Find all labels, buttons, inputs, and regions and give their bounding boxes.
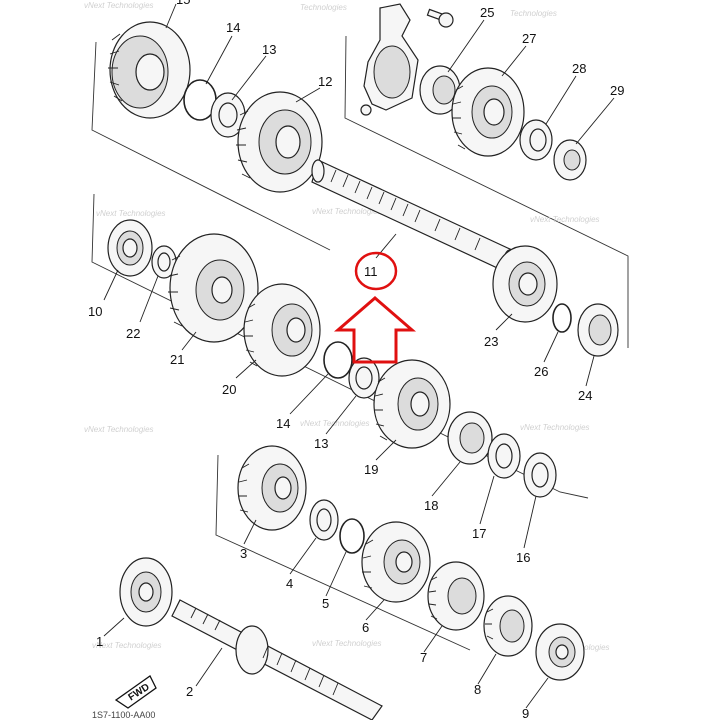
washer-part-13-mid (348, 357, 380, 399)
highlight-circle (354, 251, 398, 291)
label-21: 21 (170, 352, 184, 367)
washer-part-22 (151, 245, 177, 279)
gear-part-8 (483, 595, 533, 657)
label-11: 11 (364, 264, 378, 279)
fwd-badge: FWD (114, 675, 157, 709)
main-shaft-part-11 (311, 159, 517, 273)
label-9: 9 (522, 706, 529, 720)
label-25: 25 (480, 5, 494, 20)
label-5: 5 (322, 596, 329, 611)
svg-text:vNext Technologies: vNext Technologies (312, 207, 382, 216)
svg-text:Technologies: Technologies (300, 3, 347, 12)
label-14-mid: 14 (276, 416, 290, 431)
part-number-labels: 15 14 13 12 25 27 28 29 11 10 22 21 20 1… (88, 0, 624, 720)
label-28: 28 (572, 61, 586, 76)
collar-part-25 (419, 65, 461, 115)
bolt-part (426, 8, 454, 28)
label-12: 12 (318, 74, 332, 89)
oil-seal-part-24 (577, 303, 619, 357)
label-15: 15 (176, 0, 190, 7)
svg-text:vNext Technologies: vNext Technologies (92, 641, 162, 650)
highlight-callout (333, 251, 417, 364)
label-14-top: 14 (226, 20, 240, 35)
label-4: 4 (286, 576, 293, 591)
circlip-part-14-mid (323, 341, 353, 379)
o-ring-part-26 (552, 303, 572, 333)
label-26: 26 (534, 364, 548, 379)
svg-text:vNext Technologies: vNext Technologies (84, 425, 154, 434)
gear-part-21 (168, 233, 259, 343)
label-8: 8 (474, 682, 481, 697)
svg-text:Technologies: Technologies (510, 9, 557, 18)
gear-part-19 (373, 359, 451, 449)
gear-part-20 (243, 283, 321, 377)
label-20: 20 (222, 382, 236, 397)
label-13-mid: 13 (314, 436, 328, 451)
leader-lines (103, 3, 615, 709)
washer-part-17 (487, 433, 521, 479)
label-29: 29 (610, 83, 624, 98)
label-17: 17 (472, 526, 486, 541)
hollow-up-arrow-icon (333, 296, 417, 364)
label-13-top: 13 (262, 42, 276, 57)
label-7: 7 (420, 650, 427, 665)
label-19: 19 (364, 462, 378, 477)
bearing-part-9 (535, 623, 585, 681)
gear-part-6 (361, 521, 431, 603)
bearing-part-23 (492, 245, 558, 323)
svg-text:vNext Technologies: vNext Technologies (96, 209, 166, 218)
assembly-frames (91, 35, 629, 651)
bearing-part-1 (119, 557, 173, 627)
label-27: 27 (522, 31, 536, 46)
label-16: 16 (516, 550, 530, 565)
label-24: 24 (578, 388, 592, 403)
label-2: 2 (186, 684, 193, 699)
gear-part-3 (237, 445, 307, 531)
label-18: 18 (424, 498, 438, 513)
svg-text:vNext Technologies: vNext Technologies (520, 423, 590, 432)
bracket-plate (360, 3, 419, 116)
gear-part-15 (108, 21, 191, 119)
gear-part-27 (451, 67, 525, 157)
label-22: 22 (126, 326, 140, 341)
drive-shaft-part-2 (171, 599, 383, 720)
gear-part-7 (427, 561, 485, 631)
label-6: 6 (362, 620, 369, 635)
fwd-arrow-icon (114, 675, 157, 709)
footer-code: 1S7-1100-AA00 (92, 710, 155, 720)
washer-part-28 (519, 119, 553, 161)
nut-part-29 (553, 139, 587, 181)
circlip-part-5 (339, 518, 365, 554)
washer-part-16 (523, 452, 557, 498)
svg-text:vNext Technologies: vNext Technologies (312, 639, 382, 648)
svg-text:vNext Technologies: vNext Technologies (84, 1, 154, 10)
needle-bearing-part-18 (447, 411, 493, 465)
label-23: 23 (484, 334, 498, 349)
washer-part-4 (309, 499, 339, 541)
label-3: 3 (240, 546, 247, 561)
label-1: 1 (96, 634, 103, 649)
bearing-part-10 (107, 219, 153, 277)
svg-text:vNext Technologies: vNext Technologies (530, 215, 600, 224)
gear-part-12 (236, 91, 323, 193)
label-10: 10 (88, 304, 102, 319)
